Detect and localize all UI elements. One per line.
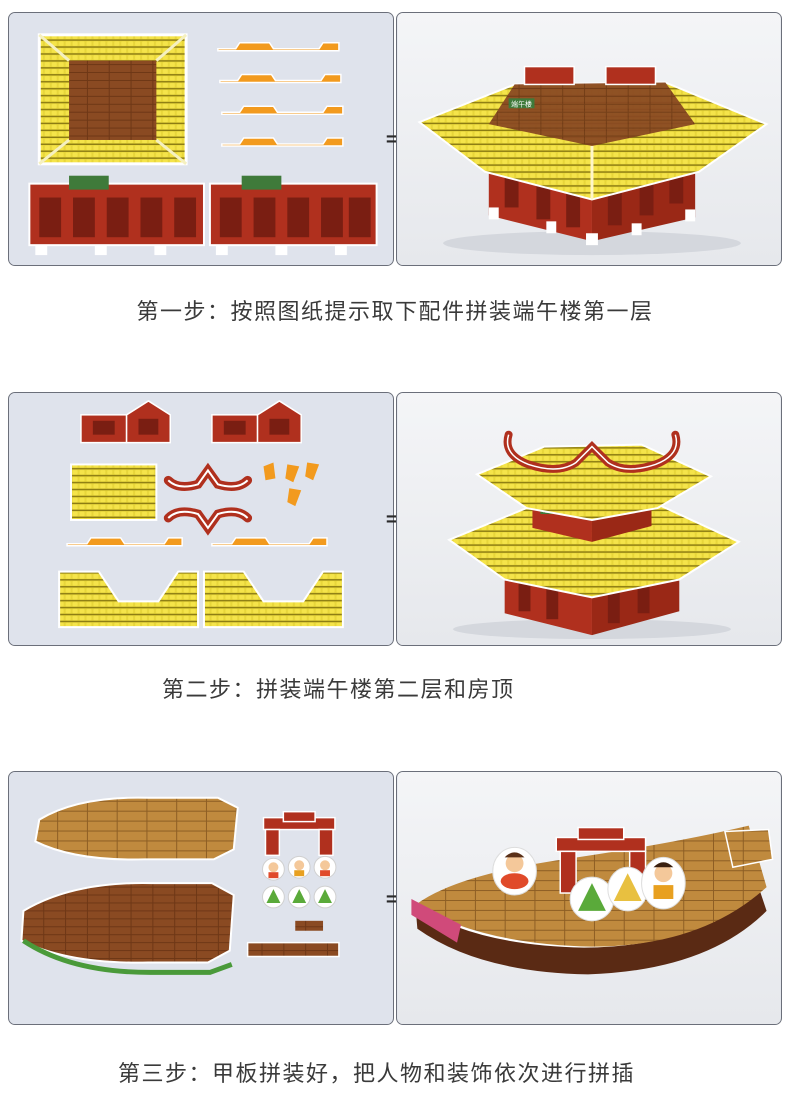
step3-result-illustration bbox=[397, 772, 781, 1024]
step1-caption: 第一步：按照图纸提示取下配件拼装端午楼第一层 bbox=[136, 300, 654, 325]
step1-sign-text: 端午楼 bbox=[511, 99, 532, 108]
step1-result-photo: 端午楼 bbox=[396, 12, 782, 266]
step1-parts-photo bbox=[8, 12, 394, 266]
step3-parts-photo bbox=[8, 771, 394, 1025]
step2-parts-illustration bbox=[9, 393, 393, 645]
step2-result-illustration: 端午楼 bbox=[397, 393, 781, 645]
step2-result-photo: 端午楼 bbox=[396, 392, 782, 646]
step2-parts-photo bbox=[8, 392, 394, 646]
step3-parts-illustration bbox=[9, 772, 393, 1024]
step1-parts-illustration bbox=[9, 13, 393, 265]
step1-result-illustration: 端午楼 bbox=[397, 13, 781, 265]
step2-caption: 第二步：拼装端午楼第二层和房顶 bbox=[162, 678, 515, 703]
step3-result-photo bbox=[396, 771, 782, 1025]
step3-caption: 第三步：甲板拼装好，把人物和装饰依次进行拼插 bbox=[118, 1062, 636, 1087]
